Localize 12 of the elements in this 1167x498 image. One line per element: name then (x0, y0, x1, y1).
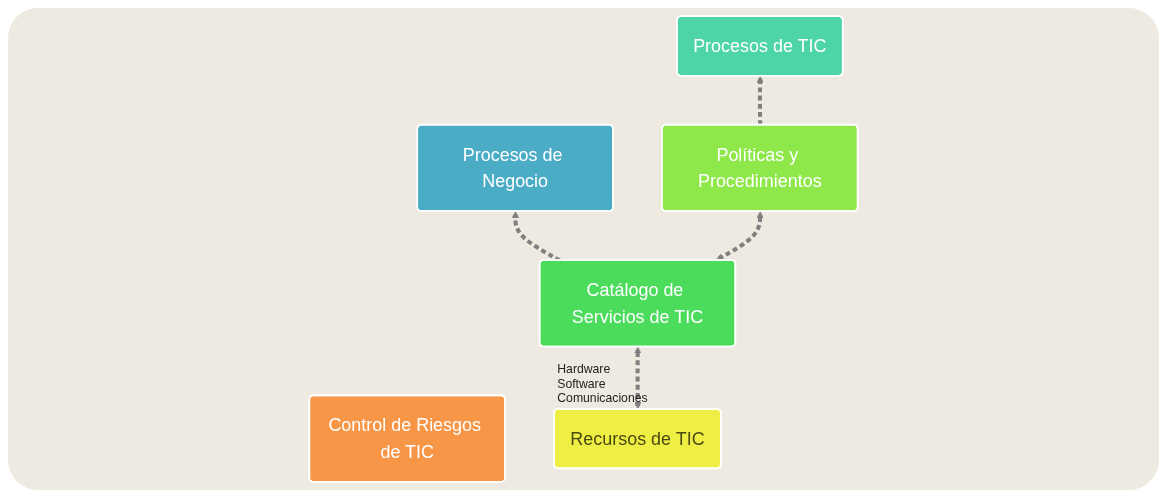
process-box: Recursos de TIC (553, 408, 722, 470)
process-box: Políticas y Procedimientos (661, 123, 859, 212)
caption-text: Hardware (557, 361, 611, 376)
dashed-arrow (715, 211, 764, 261)
process-box: Catálogo de Servicios de TIC (538, 259, 737, 348)
dashed-arrow (634, 346, 642, 410)
caption-text: Software (557, 376, 606, 391)
dashed-arrow (756, 75, 764, 126)
process-box: Procesos de Negocio (416, 123, 614, 212)
process-box: Control de Riesgos de TIC (308, 394, 506, 483)
process-box: Procesos de TIC (676, 15, 844, 77)
caption-text: Comunicaciones (557, 391, 648, 406)
